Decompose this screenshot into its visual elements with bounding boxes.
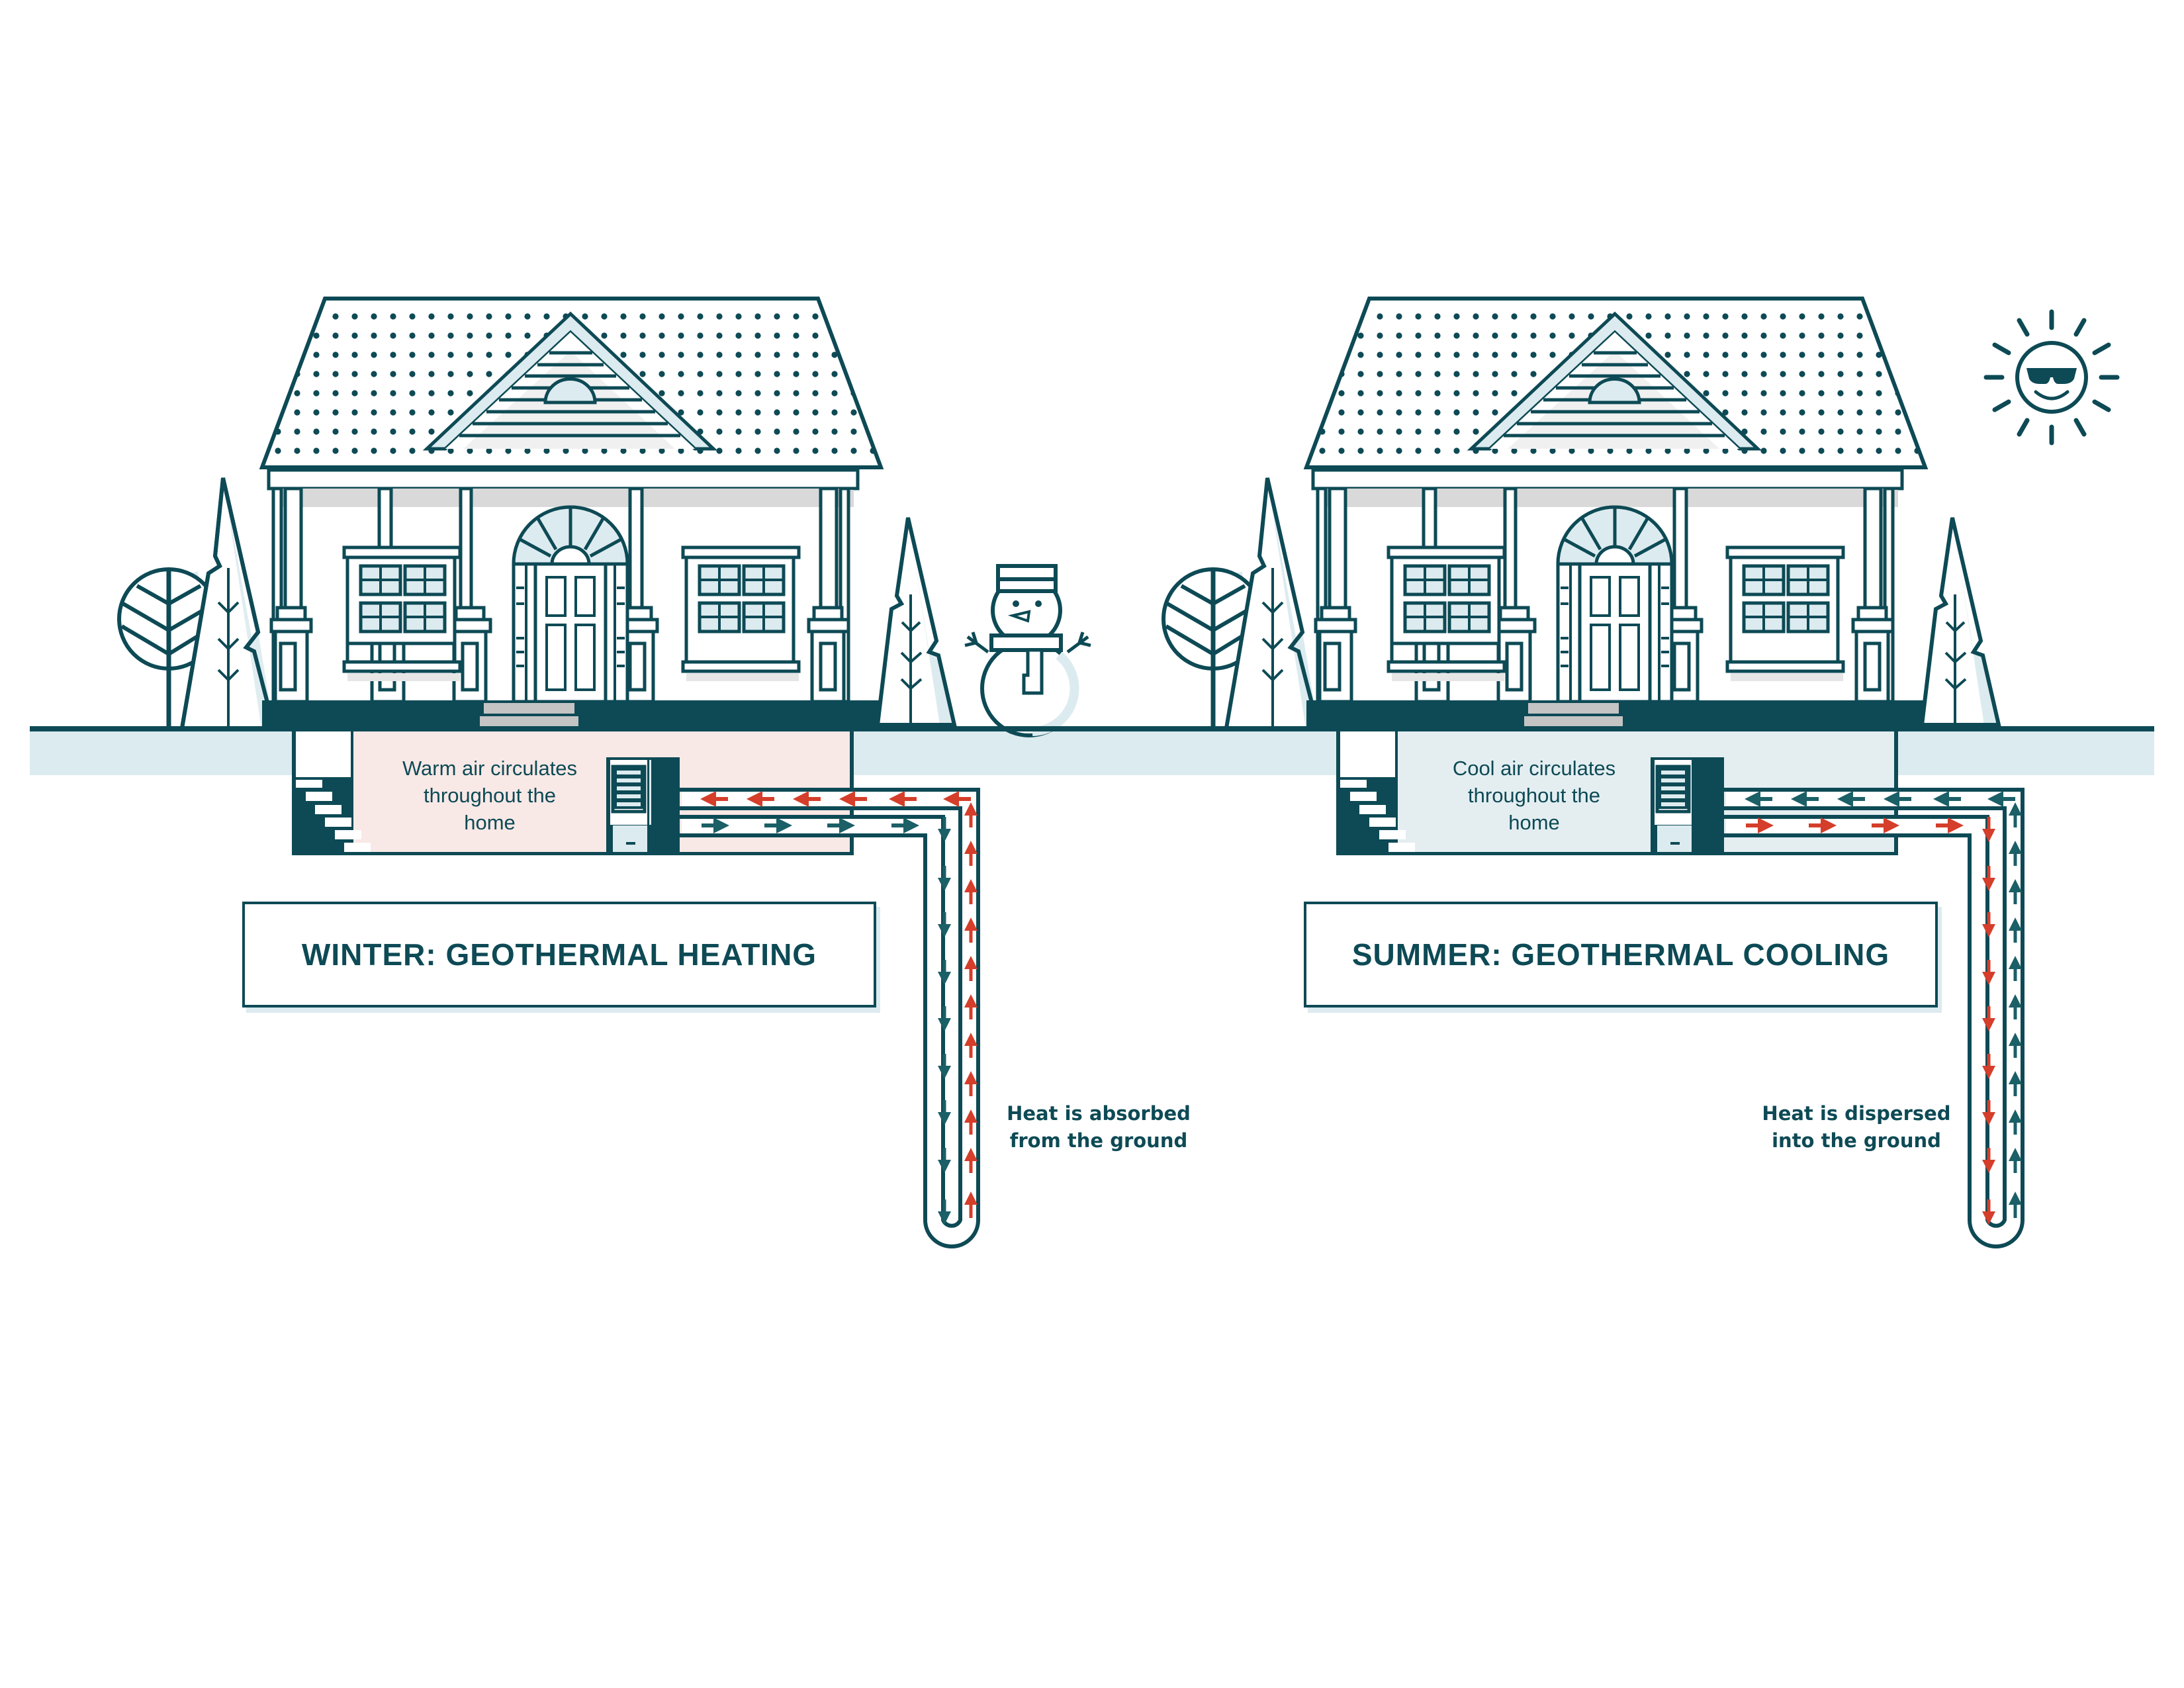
pine-tree-icon <box>1224 477 1321 730</box>
summer-title-box: SUMMER: GEOTHERMAL COOLING <box>1304 902 1938 1008</box>
heat-pump-unit <box>1651 757 1724 855</box>
winter-basement-label: Warm air circulates throughout the home <box>402 757 578 834</box>
summer-basement-label: Cool air circulates throughout the home <box>1452 757 1616 834</box>
summer-title: SUMMER: GEOTHERMAL COOLING <box>1351 937 1890 972</box>
pine-tree-icon <box>1919 517 2001 728</box>
sun-with-sunglasses-icon <box>1983 309 2120 445</box>
summer-ground-label: Heat is dispersed into the ground <box>1762 1102 1951 1152</box>
winter-ground-label: Heat is absorbed from the ground <box>1007 1102 1191 1152</box>
winter-title-box: WINTER: GEOTHERMAL HEATING <box>242 902 876 1008</box>
ground-line <box>30 726 2154 731</box>
summer-scene <box>1161 299 2120 1248</box>
heat-pump-unit <box>606 757 680 855</box>
snowman-icon <box>964 564 1091 737</box>
pine-tree-icon <box>875 517 957 728</box>
winter-title: WINTER: GEOTHERMAL HEATING <box>301 937 817 972</box>
